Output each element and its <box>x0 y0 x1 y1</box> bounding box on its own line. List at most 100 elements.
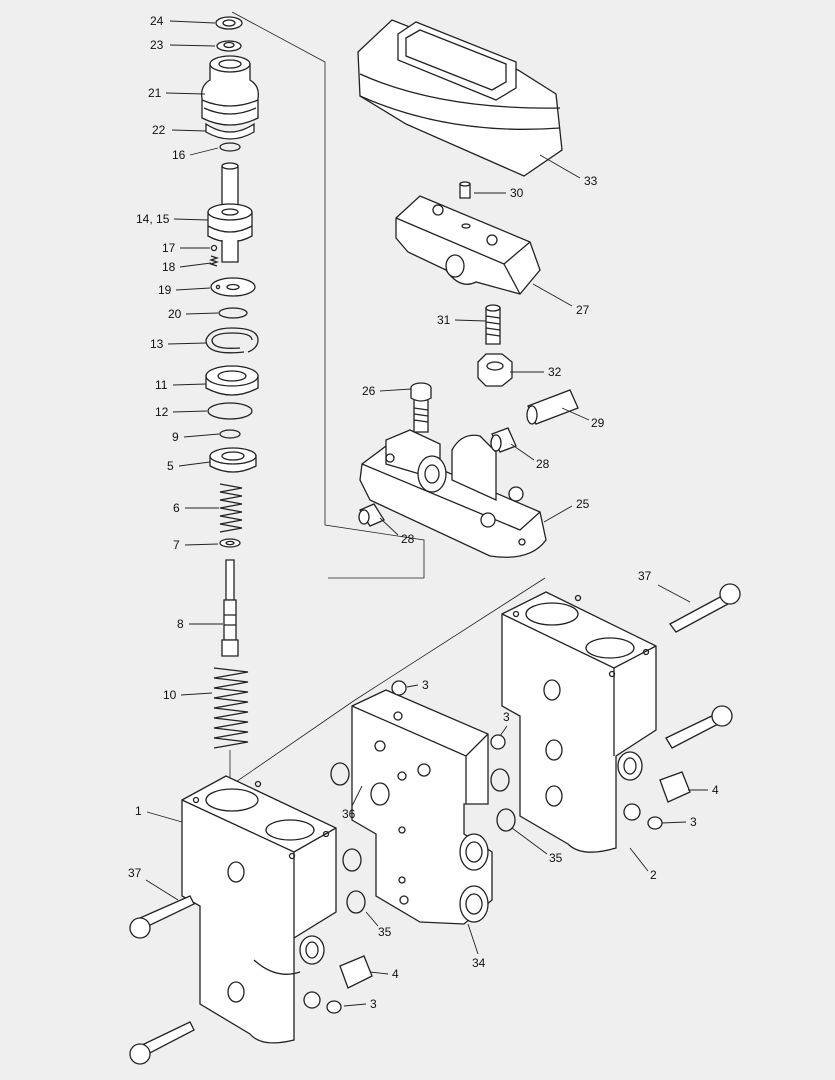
callout-label-c20: 20 <box>168 307 182 321</box>
leader-line-c36 <box>351 785 363 807</box>
part-33-rubber-boot <box>357 19 563 177</box>
leader-line-c9 <box>183 433 220 438</box>
callout-label-c23: 23 <box>150 38 164 52</box>
callout-label-c4b: 4 <box>392 967 399 981</box>
callout-label-c8: 8 <box>177 617 184 631</box>
part-30-setscrew <box>459 181 471 199</box>
callout-label-c25: 25 <box>576 497 590 511</box>
part-37-bolt-left-lower <box>129 1021 195 1065</box>
part-10-spring <box>213 667 249 749</box>
leader-line-c34 <box>467 923 479 955</box>
leader-line-c37a <box>145 879 179 901</box>
leader-line-c10 <box>180 692 213 696</box>
callout-label-c12: 12 <box>155 405 169 419</box>
part-32-nut <box>477 353 513 387</box>
part-8-spool <box>221 559 239 657</box>
callout-label-c37a: 37 <box>128 866 142 880</box>
part-22-seal <box>205 122 255 140</box>
leader-line-c1415 <box>173 218 209 221</box>
leader-line-c21 <box>165 92 206 95</box>
leader-line-c33 <box>539 154 581 179</box>
part-18-spring <box>208 255 220 267</box>
leader-line-c20 <box>185 312 219 315</box>
leader-line-c24 <box>169 20 216 24</box>
part-35-orings-left <box>342 848 366 914</box>
part-12-oring <box>207 402 253 420</box>
part-20-clip <box>218 307 248 319</box>
part-21-cap <box>201 55 259 126</box>
callout-label-c37b: 37 <box>638 569 652 583</box>
part-2-valve-body <box>501 591 657 853</box>
part-17-ball <box>210 244 218 252</box>
part-34-manifold-plate <box>351 689 493 925</box>
leader-line-c19 <box>175 287 211 291</box>
callout-label-c31: 31 <box>437 313 451 327</box>
part-37-bolt-left-upper <box>129 895 195 939</box>
leader-line-c29 <box>561 407 590 421</box>
part-9-clip <box>219 429 241 439</box>
callout-label-c3b: 3 <box>503 710 510 724</box>
leader-line-c25 <box>543 505 573 523</box>
leader-line-c3d <box>343 1003 367 1007</box>
part-16-oring <box>219 142 241 152</box>
leader-line-c2 <box>629 847 649 872</box>
leader-line-c28b <box>379 517 399 536</box>
callout-label-c10: 10 <box>163 688 177 702</box>
part-3-plug-mid <box>490 734 506 750</box>
callout-label-c21: 21 <box>148 86 162 100</box>
callout-label-c16: 16 <box>172 148 186 162</box>
leader-line-c1 <box>146 811 183 823</box>
callout-label-c35b: 35 <box>378 925 392 939</box>
part-24-washer <box>215 16 243 30</box>
part-3-plug-top <box>391 680 407 696</box>
leader-line-c27 <box>532 283 573 307</box>
callout-label-c27: 27 <box>576 303 590 317</box>
leader-line-c23 <box>169 44 216 47</box>
callout-label-c6: 6 <box>173 501 180 515</box>
leader-line-c22 <box>171 129 207 132</box>
callout-label-c7: 7 <box>173 538 180 552</box>
leader-line-c28a <box>510 443 535 461</box>
callout-label-c19: 19 <box>158 283 172 297</box>
part-19-disc <box>210 277 256 297</box>
leader-line-c4b <box>369 971 389 975</box>
part-31-stud <box>485 304 501 345</box>
part-27-mounting-plate <box>395 195 541 295</box>
part-28-bushing-upper <box>490 427 517 453</box>
leader-line-c5 <box>178 461 211 467</box>
part-7-washer <box>219 538 241 548</box>
leader-line-c13 <box>167 342 207 345</box>
part-35-orings-right <box>490 768 516 832</box>
part-4-plug-right <box>659 771 691 803</box>
part-13-snap-ring <box>205 327 259 354</box>
leader-line-c26 <box>379 388 412 392</box>
part-4-plug-left <box>339 955 373 989</box>
part-26-bolt <box>410 382 432 433</box>
part-11-bushing <box>205 365 259 396</box>
part-1-valve-body <box>181 775 337 1044</box>
callout-label-c2: 2 <box>650 868 657 882</box>
callout-label-c3d: 3 <box>370 997 377 1011</box>
callout-label-c24: 24 <box>150 14 164 28</box>
callout-label-c4a: 4 <box>712 783 719 797</box>
callout-label-c29: 29 <box>591 416 605 430</box>
leader-line-c35a <box>511 827 548 855</box>
callout-label-c32: 32 <box>548 365 562 379</box>
callout-label-c26: 26 <box>362 384 376 398</box>
callout-label-c34: 34 <box>472 956 486 970</box>
callout-label-c22: 22 <box>152 123 166 137</box>
callout-label-c36: 36 <box>342 807 356 821</box>
part-14-15-plunger <box>207 162 253 263</box>
leader-line-c18 <box>179 262 212 268</box>
callout-label-c5: 5 <box>167 459 174 473</box>
part-3-plug-right <box>647 816 663 830</box>
part-23-washer <box>216 40 242 52</box>
callout-label-c13: 13 <box>150 337 164 351</box>
leader-line-c37b <box>657 584 691 603</box>
part-6-spring <box>219 483 243 533</box>
callout-label-c11: 11 <box>155 378 168 392</box>
part-28-bushing-lower <box>358 503 385 527</box>
